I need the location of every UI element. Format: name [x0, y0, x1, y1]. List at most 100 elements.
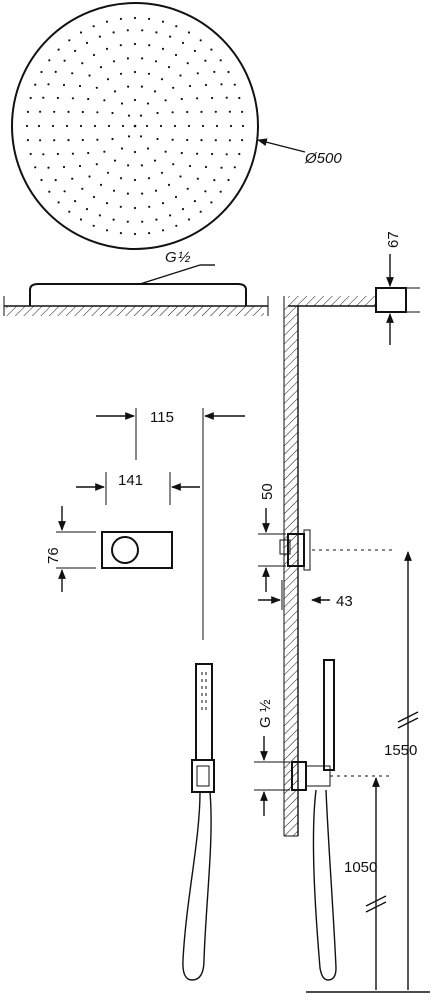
nozzle-dot	[133, 150, 137, 154]
nozzle-dot	[133, 232, 137, 236]
nozzle-dot	[179, 175, 182, 178]
nozzle-dot	[204, 83, 208, 87]
nozzle-dot	[105, 47, 109, 51]
width-plate-label: 141	[118, 472, 143, 489]
nozzle-dot	[160, 171, 164, 174]
nozzle-dot	[62, 83, 66, 87]
nozzle-dot	[133, 70, 137, 74]
nozzle-dot	[85, 41, 89, 45]
hand-shower-nozzles	[201, 672, 207, 710]
nozzle-dot	[133, 42, 137, 46]
nozzle-dot	[155, 31, 158, 34]
nozzle-dot	[210, 201, 213, 204]
mixer-knob	[111, 536, 139, 564]
nozzle-dot	[112, 189, 116, 192]
nozzle-dot	[87, 97, 90, 101]
hose-side	[312, 789, 337, 981]
nozzle-dot	[213, 70, 216, 73]
nozzle-dot	[187, 218, 191, 221]
nozzle-dot	[172, 86, 175, 89]
nozzle-dot	[148, 205, 151, 208]
nozzle-dot	[40, 70, 43, 74]
nozzle-dot	[241, 124, 245, 128]
nozzle-dot	[140, 85, 143, 88]
nozzle-dot	[133, 124, 137, 128]
nozzle-dot	[106, 78, 110, 81]
nozzle-dot	[119, 205, 122, 208]
nozzle-dot	[37, 124, 41, 128]
nozzle-dot	[173, 124, 177, 128]
nozzle-dot	[26, 139, 29, 142]
nozzle-dot	[214, 139, 217, 142]
nozzle-dot	[199, 210, 202, 213]
nozzle-dot	[164, 150, 167, 153]
nozzle-dot	[95, 163, 98, 166]
nozzle-dot	[186, 62, 189, 65]
nozzle-dot	[119, 44, 122, 47]
nozzle-dot	[54, 179, 57, 182]
nozzle-dot	[164, 99, 167, 102]
nozzle-dot	[196, 177, 199, 180]
height-lower-label: 1050	[344, 859, 377, 876]
nozzle-dot	[233, 166, 236, 169]
nozzle-dot	[112, 31, 115, 34]
nozzle-dot	[161, 47, 165, 51]
nozzle-dot	[78, 164, 82, 168]
ceiling-arm-detail: 67	[288, 231, 420, 345]
nozzle-dot	[39, 139, 42, 142]
nozzle-dot	[169, 35, 172, 38]
nozzle-dot	[121, 124, 125, 128]
nozzle-dot	[39, 110, 42, 113]
nozzle-dot	[139, 114, 143, 117]
nozzle-dot	[147, 72, 151, 75]
nozzle-dot	[119, 72, 123, 75]
nozzle-dot	[160, 78, 164, 81]
hand-shower-hose	[182, 791, 212, 981]
wall-section	[283, 296, 299, 837]
nozzle-dot	[34, 83, 37, 86]
nozzle-dot	[193, 49, 196, 53]
nozzle-dot	[51, 124, 55, 128]
nozzle-dot	[141, 220, 144, 223]
nozzle-dot	[106, 171, 110, 174]
nozzle-dot	[133, 206, 137, 210]
nozzle-dot	[133, 178, 137, 182]
nozzle-dot	[180, 97, 183, 101]
nozzle-dot	[113, 159, 117, 162]
height-upper-label: 1550	[384, 742, 417, 759]
width-outer-label: 115	[150, 409, 174, 426]
ceiling-hatch-left	[6, 306, 264, 316]
nozzle-dot	[200, 110, 203, 113]
nozzle-dot	[127, 135, 131, 138]
nozzle-dot	[71, 97, 74, 100]
nozzle-dot	[92, 25, 95, 28]
nozzle-dot	[171, 111, 174, 114]
nozzle-dot	[79, 218, 83, 221]
nozzle-dot	[220, 166, 223, 169]
nozzle-dot	[71, 177, 74, 180]
hand-shower-holder	[191, 759, 215, 793]
nozzle-dot	[175, 224, 178, 227]
nozzle-dot	[167, 66, 171, 69]
nozzle-dot	[141, 29, 144, 32]
nozzle-dot	[57, 201, 60, 204]
nozzle-dot	[112, 218, 115, 221]
nozzle-dot	[204, 165, 208, 169]
nozzle-dot	[161, 20, 165, 23]
nozzle-dot	[119, 17, 122, 20]
nozzle-dot	[229, 124, 233, 128]
nozzle-dot	[199, 39, 202, 42]
nozzle-dot	[98, 35, 101, 38]
nozzle-dot	[169, 214, 172, 217]
nozzle-dot	[126, 57, 129, 60]
nozzle-dot	[126, 29, 129, 32]
spacing-upper-label: 50	[259, 483, 276, 500]
nozzle-dot	[159, 124, 163, 128]
nozzle-dot	[241, 139, 244, 142]
nozzle-dot	[219, 190, 222, 193]
nozzle-dot	[156, 137, 159, 141]
nozzle-dot	[204, 190, 207, 193]
thread-lower-fraction: ½	[257, 699, 274, 712]
nozzle-dot	[227, 178, 230, 182]
nozzle-dot	[42, 153, 45, 156]
